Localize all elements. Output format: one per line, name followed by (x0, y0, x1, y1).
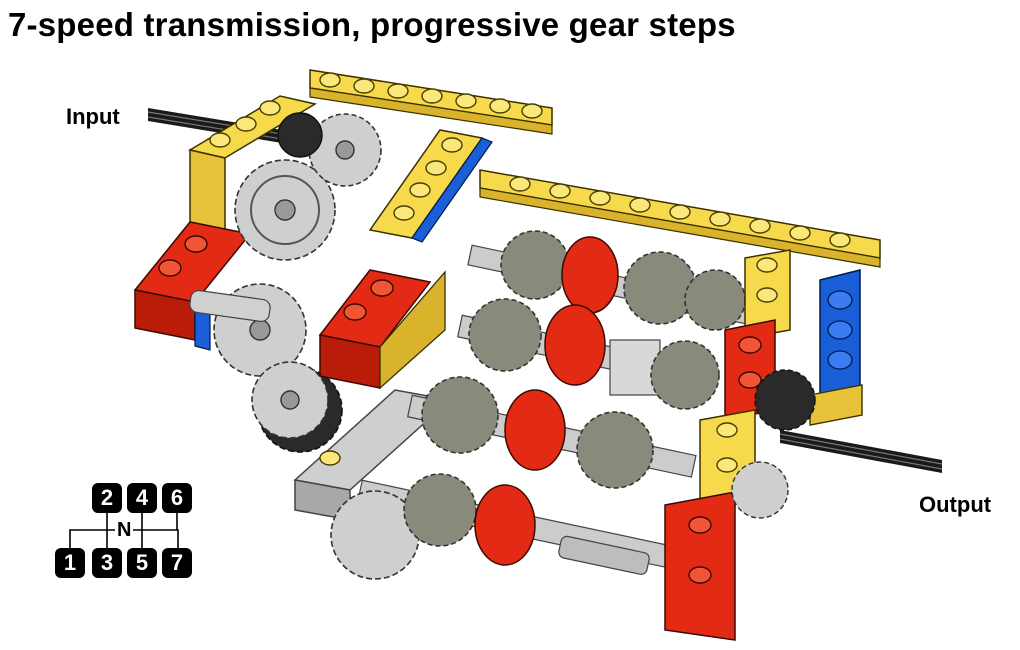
center-frame (318, 129, 493, 390)
gear-4: 4 (127, 483, 157, 513)
gear-5: 5 (127, 548, 157, 578)
left-frame (133, 95, 317, 351)
output-label: Output (919, 492, 992, 517)
left-gear-cluster (189, 112, 382, 453)
back-top-beam (309, 69, 553, 135)
gear-1: 1 (55, 548, 85, 578)
neutral-mark: N (115, 519, 134, 542)
output-axle (779, 430, 943, 473)
right-top-beam (479, 169, 881, 268)
gear-6: 6 (162, 483, 192, 513)
gear-2: 2 (92, 483, 122, 513)
shift-pattern-diagram: 2 4 6 N 1 3 5 7 (55, 480, 200, 580)
gear-3: 3 (92, 548, 122, 578)
gear-7: 7 (162, 548, 192, 578)
page-title: 7-speed transmission, progressive gear s… (8, 6, 736, 43)
right-frame (664, 249, 863, 641)
input-label: Input (66, 104, 120, 129)
gear-shafts (330, 230, 757, 580)
